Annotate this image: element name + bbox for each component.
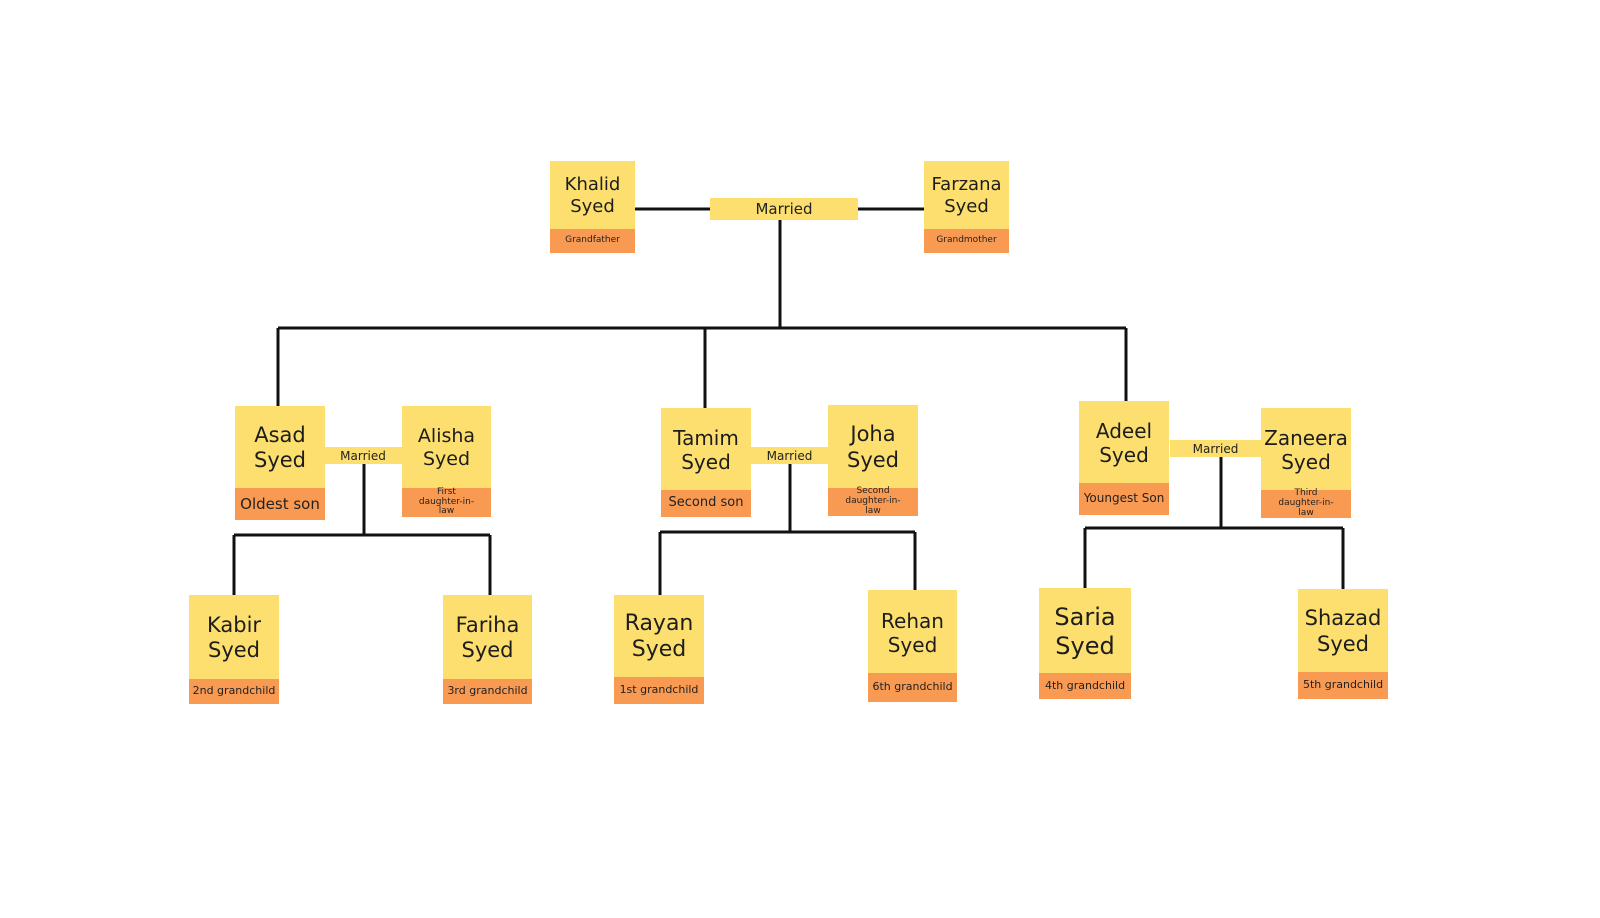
role-tag: Oldest son [235,488,325,520]
person-name: Asad Syed [235,406,325,488]
role-tag: Third daughter-in-law [1261,488,1351,518]
person-name: Fariha Syed [443,595,532,679]
person-card-saria: Saria Syed 4th grandchild [1039,588,1131,699]
person-card-joha: Joha Syed Second daughter-in-law [828,405,918,516]
person-card-fariha: Fariha Syed 3rd grandchild [443,595,532,704]
role-tag: Youngest Son [1079,483,1169,515]
role-tag: 4th grandchild [1039,673,1131,699]
role-tag: 3rd grandchild [443,679,532,704]
role-tag: Grandfather [550,229,635,253]
person-name: Rayan Syed [614,595,704,677]
person-card-zaneera: Zaneera Syed Third daughter-in-law [1261,408,1351,518]
married-label-asad-alisha: Married [324,447,402,464]
person-card-farzana: Farzana Syed Grandmother [924,161,1009,253]
person-name: Tamim Syed [661,408,751,490]
role-tag: 2nd grandchild [189,679,279,704]
role-tag: Grandmother [924,229,1009,253]
person-name: Shazad Syed [1298,589,1388,672]
person-name: Farzana Syed [924,161,1009,229]
person-name: Adeel Syed [1079,401,1169,483]
person-name: Khalid Syed [550,161,635,229]
person-card-rehan: Rehan Syed 6th grandchild [868,590,957,702]
married-label-adeel-zaneera: Married [1170,440,1261,457]
role-tag: Second daughter-in-law [828,486,918,516]
person-name: Zaneera Syed [1261,408,1351,490]
person-name: Alisha Syed [402,406,491,488]
person-card-tamim: Tamim Syed Second son [661,408,751,517]
person-name: Kabir Syed [189,595,279,679]
person-card-kabir: Kabir Syed 2nd grandchild [189,595,279,704]
person-name: Rehan Syed [868,590,957,673]
person-name: Saria Syed [1039,588,1131,673]
person-name: Joha Syed [828,405,918,488]
married-label-grandparents: Married [710,198,858,220]
person-card-asad: Asad Syed Oldest son [235,406,325,520]
role-tag: 5th grandchild [1298,672,1388,699]
person-card-shazad: Shazad Syed 5th grandchild [1298,589,1388,699]
married-label-tamim-joha: Married [751,447,828,464]
person-card-rayan: Rayan Syed 1st grandchild [614,595,704,704]
role-tag: First daughter-in-law [402,487,491,517]
role-tag: 6th grandchild [868,673,957,702]
person-card-alisha: Alisha Syed First daughter-in-law [402,406,491,517]
role-tag: 1st grandchild [614,677,704,704]
person-card-adeel: Adeel Syed Youngest Son [1079,401,1169,515]
person-card-khalid: Khalid Syed Grandfather [550,161,635,253]
role-tag: Second son [661,490,751,517]
